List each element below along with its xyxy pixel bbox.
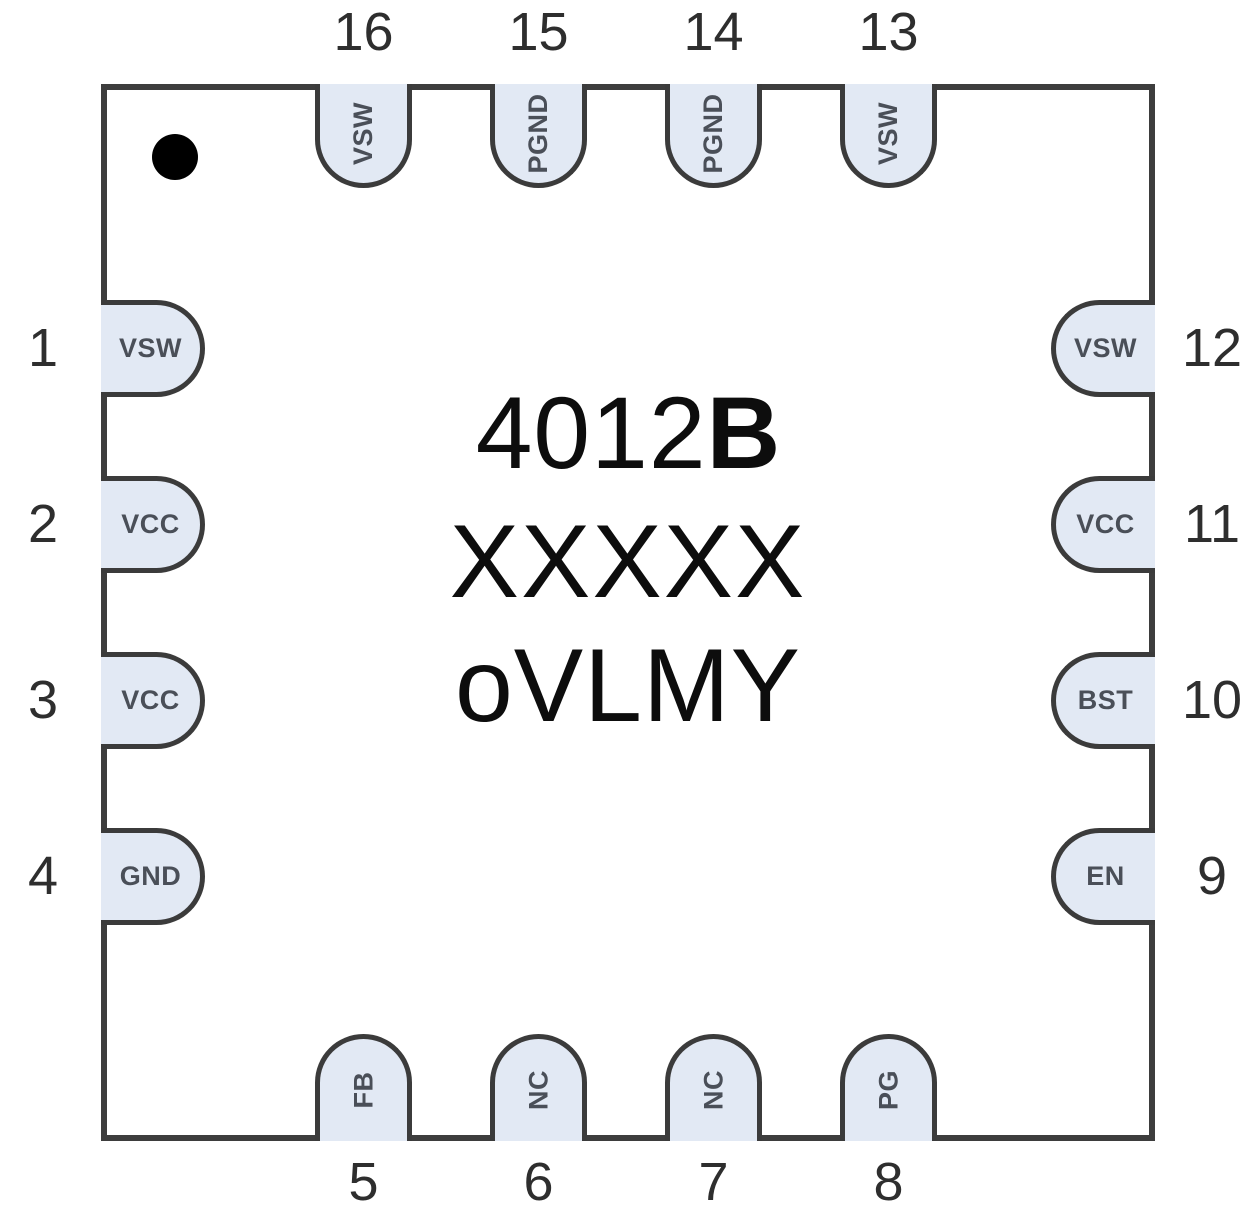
pin-number-11: 11 [1183, 494, 1241, 554]
pin-number-9: 9 [1196, 846, 1228, 906]
pad-pin-15[interactable]: PGND [490, 84, 587, 188]
pad-pin-3[interactable]: VCC [101, 652, 205, 749]
pad-pin-6[interactable]: NC [490, 1034, 587, 1141]
pad-label-15: PGND [523, 93, 553, 174]
pin-number-13: 13 [858, 2, 919, 62]
pin-number-8: 8 [873, 1152, 904, 1212]
package-top-marking: 4012B XXXXX oVLMY [101, 382, 1155, 738]
pin-number-16: 16 [333, 2, 394, 62]
pin-number-15: 15 [508, 2, 569, 62]
pad-label-9: EN [1086, 861, 1125, 891]
pin-number-1: 1 [27, 318, 59, 378]
pin-number-14: 14 [683, 2, 744, 62]
pad-label-14: PGND [698, 93, 728, 174]
pad-pin-7[interactable]: NC [665, 1034, 762, 1141]
pad-label-8: PG [873, 1070, 903, 1111]
pin-number-6: 6 [523, 1152, 554, 1212]
pad-pin-11[interactable]: VCC [1051, 476, 1155, 573]
pad-pin-8[interactable]: PG [840, 1034, 937, 1141]
pad-pin-9[interactable]: EN [1051, 828, 1155, 925]
pin-number-3: 3 [27, 670, 59, 730]
pad-label-6: NC [523, 1070, 553, 1110]
pin-number-4: 4 [27, 846, 59, 906]
marking-suffix-letter: B [706, 376, 781, 490]
pad-pin-12[interactable]: VSW [1051, 300, 1155, 397]
pad-label-1: VSW [118, 333, 182, 363]
pad-pin-5[interactable]: FB [315, 1034, 412, 1141]
package-body-outline [101, 84, 1155, 1141]
marking-line-2: XXXXX [449, 504, 807, 620]
pad-pin-1[interactable]: VSW [101, 300, 205, 397]
pad-pin-4[interactable]: GND [101, 828, 205, 925]
pad-label-16: VSW [348, 102, 378, 166]
pad-pin-16[interactable]: VSW [315, 84, 412, 188]
pad-label-13: VSW [873, 102, 903, 166]
pad-label-2: VCC [121, 509, 180, 539]
pad-pin-10[interactable]: BST [1051, 652, 1155, 749]
pad-label-7: NC [698, 1070, 728, 1110]
pad-pin-2[interactable]: VCC [101, 476, 205, 573]
pad-label-11: VCC [1076, 509, 1135, 539]
pin-number-5: 5 [348, 1152, 379, 1212]
pin-number-12: 12 [1181, 318, 1243, 378]
pad-label-5: FB [348, 1071, 378, 1109]
pad-pin-13[interactable]: VSW [840, 84, 937, 188]
pin-number-2: 2 [27, 494, 59, 554]
pad-label-3: VCC [121, 685, 180, 715]
pin-1-index-dot [152, 134, 198, 180]
pad-label-4: GND [119, 861, 182, 891]
pad-label-12: VSW [1073, 333, 1137, 363]
marking-line-1: 4012B [101, 382, 1155, 484]
marking-part-number: 4012 [475, 376, 707, 490]
pin-number-7: 7 [698, 1152, 729, 1212]
marking-line-3: oVLMY [454, 628, 802, 744]
pin-number-10: 10 [1181, 670, 1243, 730]
pad-label-10: BST [1077, 685, 1134, 715]
pad-pin-14[interactable]: PGND [665, 84, 762, 188]
